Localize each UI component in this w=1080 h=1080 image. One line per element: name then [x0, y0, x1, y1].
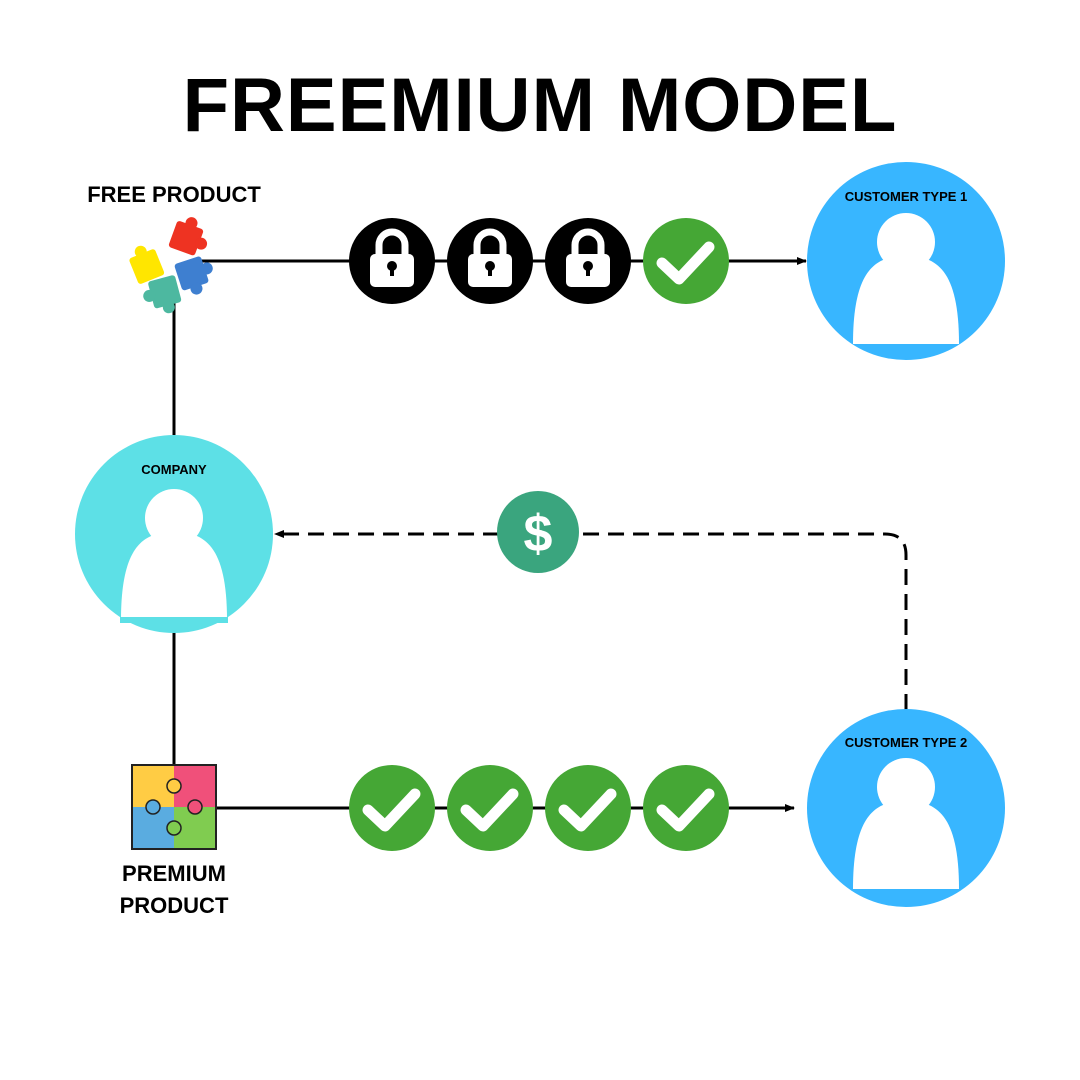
premium-row-check-4 [643, 765, 729, 851]
puzzle-pieces-icon [129, 217, 213, 314]
customer-type-1-node [807, 162, 1005, 360]
premium-product-label: PREMIUM PRODUCT [94, 858, 254, 922]
page-title: FREEMIUM MODEL [182, 63, 898, 148]
customer-type-2-node [807, 709, 1005, 907]
customer-type-2-label: CUSTOMER TYPE 2 [844, 735, 968, 750]
free-row-check [643, 218, 729, 304]
free-product-label: FREE PRODUCT [87, 182, 261, 207]
company-label: COMPANY [141, 462, 207, 477]
dollar-icon: $ [497, 491, 579, 573]
premium-row-check-3 [545, 765, 631, 851]
premium-product-label-line1: PREMIUM [122, 861, 226, 886]
free-row-lock-3 [545, 218, 631, 304]
premium-product-label-line2: PRODUCT [119, 893, 229, 918]
puzzle-square-icon [131, 764, 217, 850]
company-node [75, 435, 273, 633]
premium-row-check-1 [349, 765, 435, 851]
payment-return-arrow [274, 530, 908, 710]
free-row-lock-2 [447, 218, 533, 304]
premium-row-check-2 [447, 765, 533, 851]
svg-text:$: $ [524, 505, 553, 563]
customer-type-1-label: CUSTOMER TYPE 1 [844, 189, 968, 204]
free-row-lock-1 [349, 218, 435, 304]
